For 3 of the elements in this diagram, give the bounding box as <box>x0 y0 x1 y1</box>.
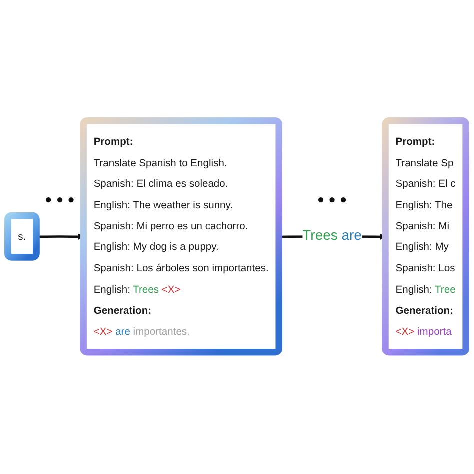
ellipsis-dots: • • • <box>46 190 74 209</box>
edge-label: Trees are <box>302 228 362 244</box>
ellipsis-dots: • • • <box>318 190 347 209</box>
